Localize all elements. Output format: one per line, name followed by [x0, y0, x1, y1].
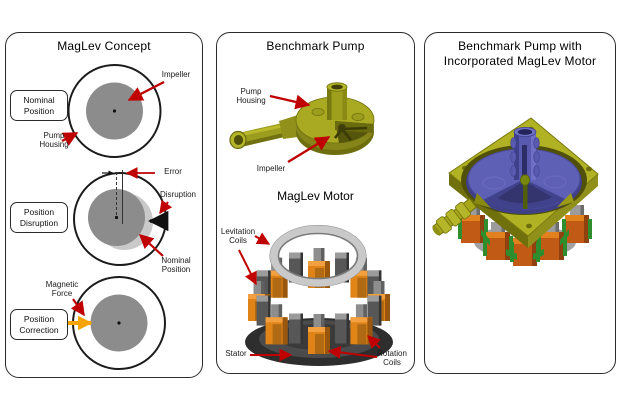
center-dot — [114, 215, 119, 220]
panel-maglev-concept: MagLev Concept — [5, 32, 203, 378]
callout-error: Error — [164, 167, 182, 176]
levitation-coils-arrow-1 — [254, 232, 271, 245]
motor-levitation-ring — [269, 225, 367, 287]
pump-top-port — [326, 82, 348, 120]
pump-cutaway-impeller — [333, 121, 374, 143]
stage-nominal-position-diagram — [61, 64, 165, 158]
benchmark-pump-render — [229, 82, 375, 163]
combined-pump-motor-illustration — [432, 117, 599, 266]
panel-title-maglev-concept: MagLev Concept — [57, 39, 151, 53]
pump-housing-arrow — [61, 131, 79, 146]
nominal-position-arrow — [138, 234, 164, 257]
stage-box-nominal-position: Nominal Position — [10, 90, 68, 122]
callout-impeller: Impeller — [161, 70, 191, 79]
motor-coils — [458, 205, 592, 266]
callout-levitation-coils: Levitation Coils — [220, 227, 256, 246]
callout-pump-housing: Pump Housing — [236, 87, 266, 106]
panel-combined-pump-motor: Benchmark Pump with Incorporated MagLev … — [424, 32, 616, 374]
callout-nominal-position: Nominal Position — [161, 256, 191, 275]
panel-title-benchmark-pump: Benchmark Pump — [266, 39, 365, 53]
center-dot — [117, 321, 121, 325]
center-dot — [112, 109, 117, 113]
impeller-arrow — [287, 136, 331, 163]
maglev-motor-render — [238, 225, 393, 366]
callout-impeller: Impeller — [256, 164, 286, 173]
stage-box-position-disruption: Position Disruption — [10, 202, 68, 234]
hose-fitting-render — [432, 197, 478, 236]
panel-title-maglev-motor: MagLev Motor — [277, 189, 354, 203]
callout-rotation-coils: Rotation Coils — [377, 349, 407, 368]
stage-position-correction-diagram — [66, 276, 166, 370]
panel-benchmark-pump: Benchmark Pump MagLev Motor — [216, 32, 415, 374]
pump-handle-tube — [229, 114, 305, 150]
rotor-center-cylinder — [510, 127, 540, 180]
pump-housing-arrow — [269, 94, 311, 110]
callout-stator: Stator — [225, 349, 247, 358]
benchmark-pump-illustration — [229, 82, 393, 366]
impeller-arrow — [127, 80, 165, 102]
maglev-concept-illustration — [61, 64, 173, 370]
center-shaft-knob — [520, 174, 531, 209]
callout-magnetic-force: Magnetic Force — [45, 280, 79, 299]
callout-pump-housing: Pump Housing — [39, 131, 69, 150]
stage-box-position-correction: Position Correction — [10, 309, 68, 341]
rotation-coils-arrow-1 — [327, 346, 378, 359]
rotation-coils-arrow-2 — [367, 335, 381, 349]
magnetic-force-arrow — [70, 298, 85, 317]
callout-disruption: Disruption — [159, 190, 196, 199]
levitation-coils-arrow-2 — [238, 249, 257, 286]
housing-plate-render — [448, 117, 599, 248]
panel-title-combined: Benchmark Pump with Incorporated MagLev … — [443, 39, 597, 68]
stage-position-disruption-diagram — [73, 167, 173, 266]
